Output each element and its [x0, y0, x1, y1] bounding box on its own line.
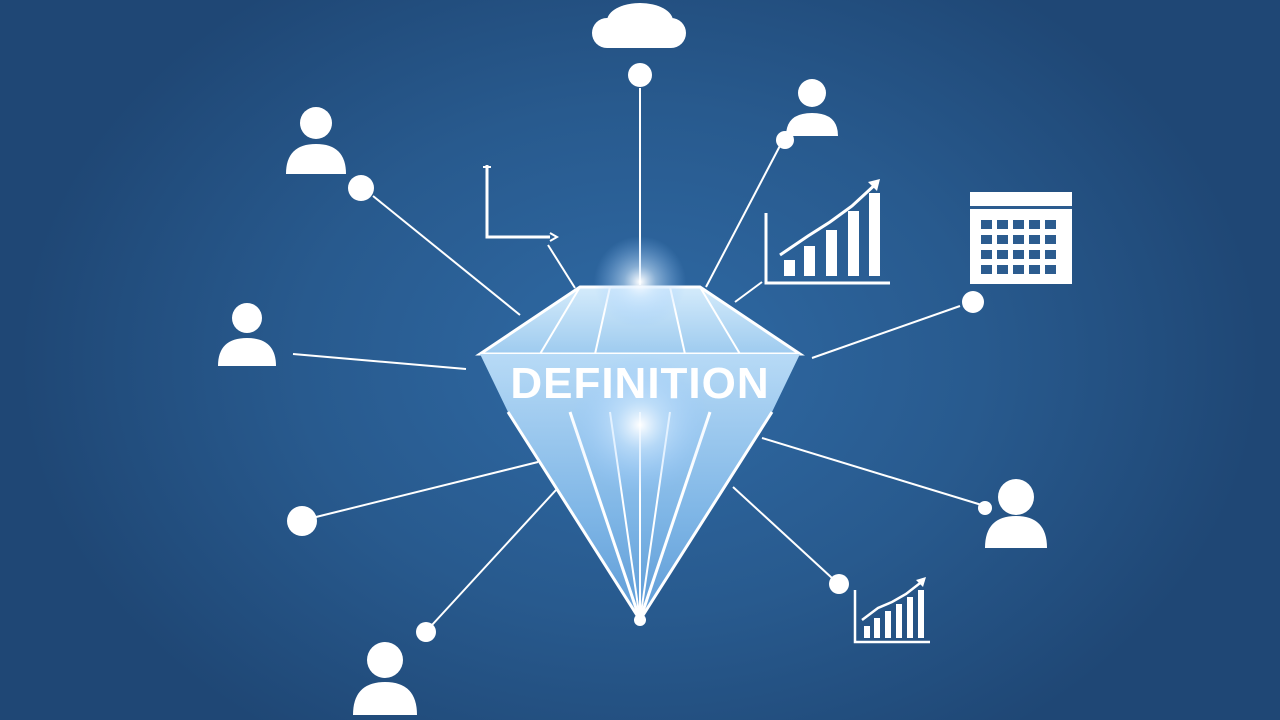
dot-upper-left: [348, 175, 374, 201]
cloud-icon: [592, 3, 686, 48]
calendar-icon: [970, 192, 1072, 284]
bar-chart-icon: [853, 577, 930, 644]
person-icon: [353, 642, 417, 715]
connector-bar-chart-small: [732, 486, 833, 579]
glow-center: [570, 355, 710, 495]
connector-upper-left: [372, 195, 521, 316]
connector-axis: [547, 244, 576, 289]
connector-upper-right: [705, 139, 784, 288]
axis-icon: [483, 165, 560, 242]
connector-lines: [292, 88, 986, 626]
center-label: DEFINITION: [510, 359, 769, 408]
dot-calendar: [962, 291, 984, 313]
dot-bottom-left: [416, 622, 436, 642]
connector-bar-chart-large: [734, 281, 763, 303]
dot-bar-chart-small: [829, 574, 849, 594]
person-icon: [985, 479, 1047, 548]
dot-right: [978, 501, 992, 515]
bar-chart-icon: [764, 179, 890, 285]
connector-left: [292, 353, 467, 370]
connector-bottom-left: [431, 489, 557, 626]
connector-lower-left: [315, 461, 539, 518]
dot-top: [628, 63, 652, 87]
person-icon: [786, 79, 838, 136]
person-icon: [218, 303, 276, 366]
dot-lower-left: [287, 506, 317, 536]
connector-calendar: [811, 305, 961, 359]
glow-top: [594, 236, 686, 328]
connector-right: [761, 437, 986, 507]
person-icon: [286, 107, 346, 174]
